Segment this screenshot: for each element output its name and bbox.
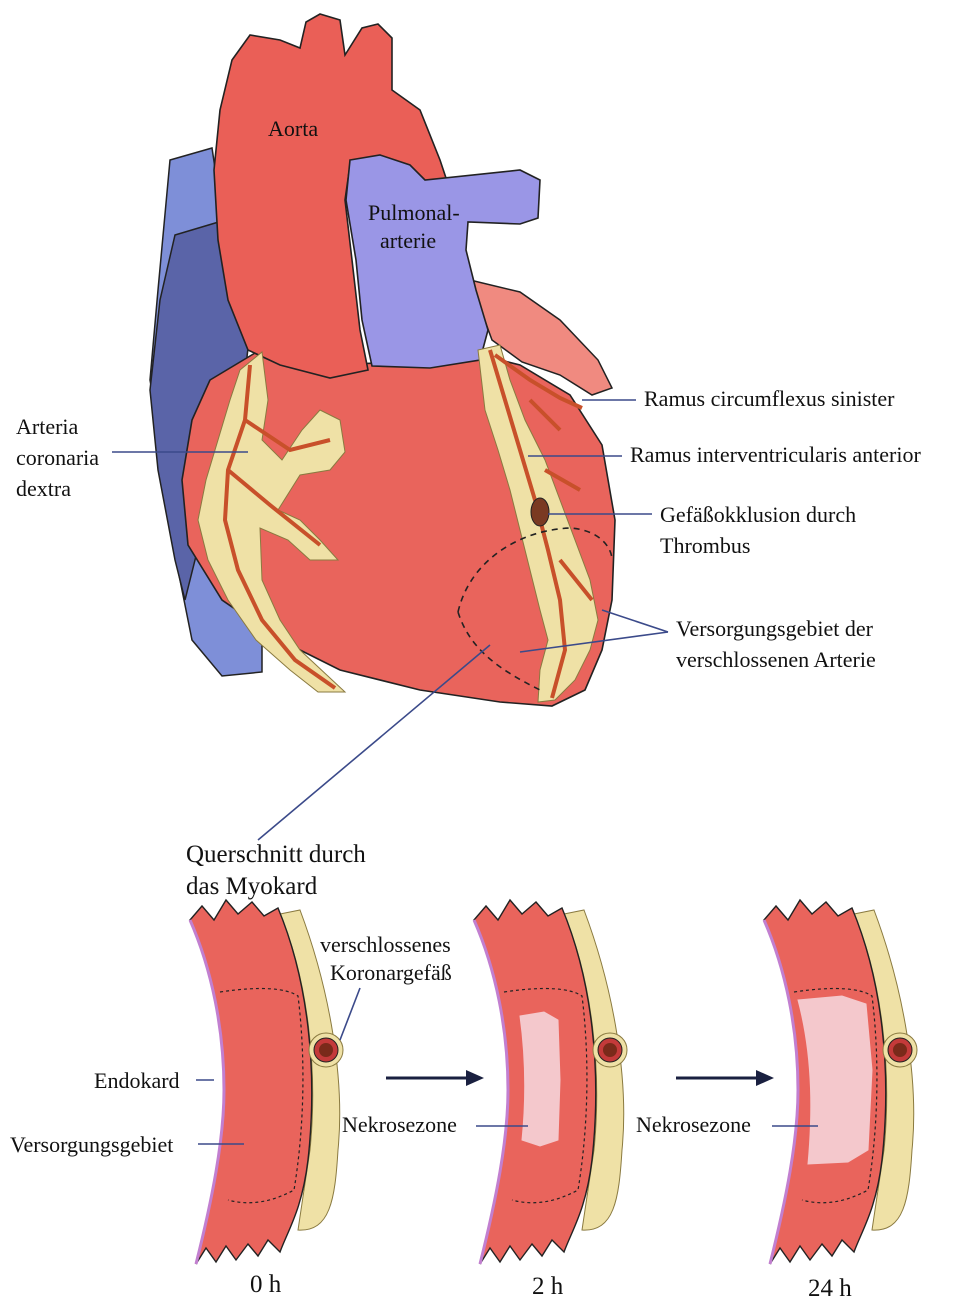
heart-illustration bbox=[150, 14, 615, 706]
label-aorta: Aorta bbox=[268, 116, 318, 141]
label-occlusion-1: Gefäßokklusion durch bbox=[660, 502, 856, 527]
leader-vessel bbox=[340, 988, 360, 1040]
label-versorgung: Versorgungsgebiet bbox=[10, 1132, 173, 1157]
label-cross-1: Querschnitt durch bbox=[186, 841, 366, 868]
label-circumflex: Ramus circumflexus sinister bbox=[644, 386, 895, 411]
label-necrosis-2h: Nekrosezone bbox=[342, 1112, 457, 1137]
label-rca-1: Arteria bbox=[16, 414, 79, 439]
arrow-0-to-2 bbox=[386, 1070, 484, 1086]
section-24h bbox=[764, 900, 917, 1264]
label-interventricular: Ramus interventricularis anterior bbox=[630, 442, 921, 467]
label-vessel-2: Koronargefäß bbox=[330, 960, 452, 985]
label-territory-1: Versorgungsgebiet der bbox=[676, 616, 874, 641]
label-pulmonal-1: Pulmonal- bbox=[368, 200, 460, 225]
label-necrosis-24h: Nekrosezone bbox=[636, 1112, 751, 1137]
label-time-2h: 2 h bbox=[532, 1273, 564, 1300]
label-cross-2: das Myokard bbox=[186, 873, 318, 900]
label-vessel-1: verschlossenes bbox=[320, 932, 451, 957]
thrombus bbox=[531, 498, 549, 526]
label-rca-2: coronaria bbox=[16, 445, 99, 470]
section-2h bbox=[474, 900, 627, 1264]
label-rca-3: dextra bbox=[16, 476, 71, 501]
label-time-0h: 0 h bbox=[250, 1271, 282, 1298]
label-endokard: Endokard bbox=[94, 1068, 180, 1093]
label-pulmonal-2: arterie bbox=[380, 228, 436, 253]
label-territory-2: verschlossenen Arterie bbox=[676, 647, 876, 672]
label-occlusion-2: Thrombus bbox=[660, 533, 750, 558]
arrow-2-to-24 bbox=[676, 1070, 774, 1086]
leader-territory-a bbox=[602, 610, 668, 632]
label-time-24h: 24 h bbox=[808, 1275, 852, 1302]
